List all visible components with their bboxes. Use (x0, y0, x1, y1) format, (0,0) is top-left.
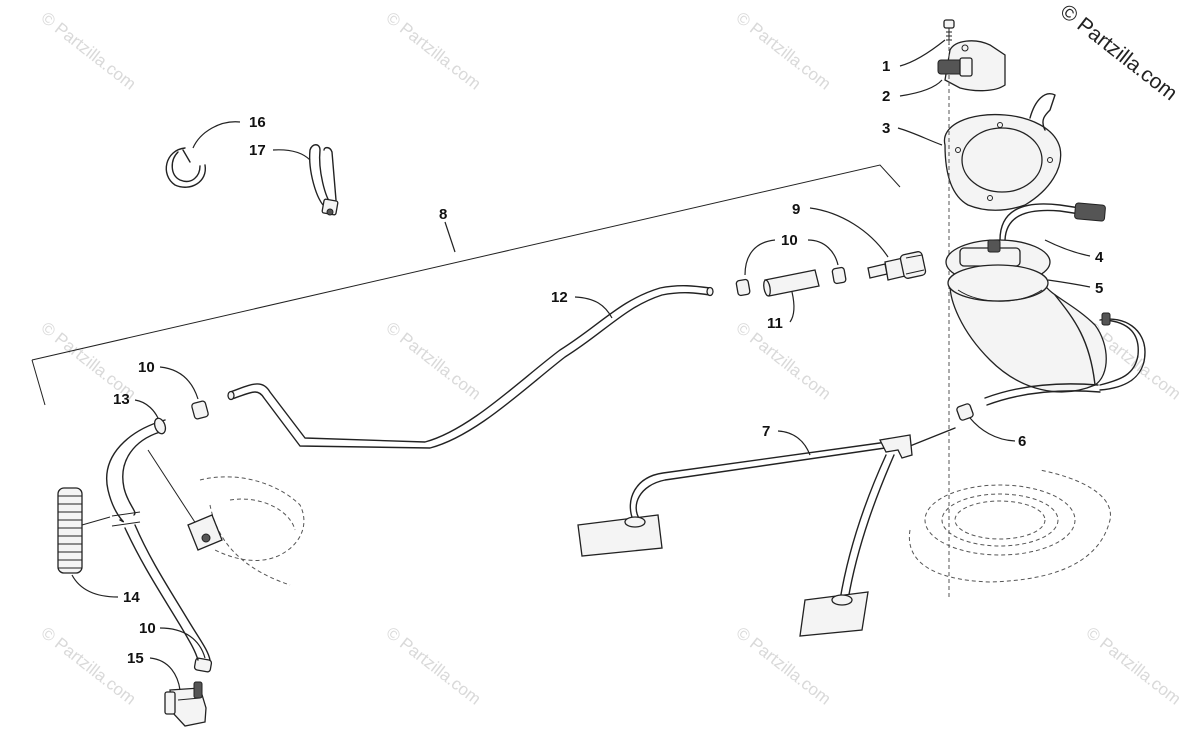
callout-numbers: 1 2 3 4 5 6 7 8 9 10 11 12 10 13 14 10 1… (113, 58, 1104, 667)
callout-11: 11 (767, 315, 783, 332)
part-9-quick-connector (867, 251, 927, 281)
callout-17: 17 (249, 142, 266, 159)
part-5-pump-body (947, 264, 1146, 393)
callout-10: 10 (781, 232, 798, 249)
throttle-body-outline (147, 449, 305, 586)
part-7-vent-tee-hose (577, 427, 956, 637)
callout-7: 7 (762, 423, 770, 440)
callout-2: 2 (882, 88, 890, 105)
watermark: © Partzilla.com (1083, 623, 1185, 709)
callout-8: 8 (439, 206, 447, 223)
callout-12: 12 (551, 289, 568, 306)
watermark: © Partzilla.com (38, 8, 140, 94)
watermark: © Partzilla.com (733, 8, 835, 94)
part-3-retaining-plate (943, 93, 1062, 211)
callout-1: 1 (882, 58, 890, 75)
part-6-vent-line (956, 383, 1101, 421)
callout-10: 10 (138, 359, 155, 376)
watermark: © Partzilla.com (733, 623, 835, 709)
part-8-assembly-bracket (31, 164, 901, 406)
part-10-clamp (191, 266, 847, 673)
callout-10: 10 (139, 620, 156, 637)
part-11-connector-tube (763, 269, 820, 297)
callout-9: 9 (792, 201, 800, 218)
part-15-elbow-fitting (164, 681, 207, 727)
watermark: © Partzilla.com (383, 623, 485, 709)
watermark: © Partzilla.com (38, 623, 140, 709)
callout-13: 13 (113, 391, 130, 408)
part-17-hose-clip (309, 144, 339, 216)
callout-3: 3 (882, 120, 890, 137)
part-2-sensor-bracket (937, 40, 1006, 92)
callout-14: 14 (123, 589, 140, 606)
callout-4: 4 (1095, 249, 1104, 266)
watermark: © Partzilla.com (383, 8, 485, 94)
callout-5: 5 (1095, 280, 1103, 297)
watermark: © Partzilla.com (383, 318, 485, 404)
part-16-clamp-ring (165, 147, 206, 188)
part-12-fuel-line (227, 285, 714, 449)
callout-16: 16 (249, 114, 266, 131)
part-13-fuel-hose (106, 417, 211, 661)
callout-leaders (71, 39, 1091, 691)
tank-mounting-ring (908, 469, 1111, 583)
callout-6: 6 (1018, 433, 1026, 450)
part-14-protective-sleeve (57, 487, 111, 574)
watermark: © Partzilla.com (733, 318, 835, 404)
callout-15: 15 (127, 650, 144, 667)
